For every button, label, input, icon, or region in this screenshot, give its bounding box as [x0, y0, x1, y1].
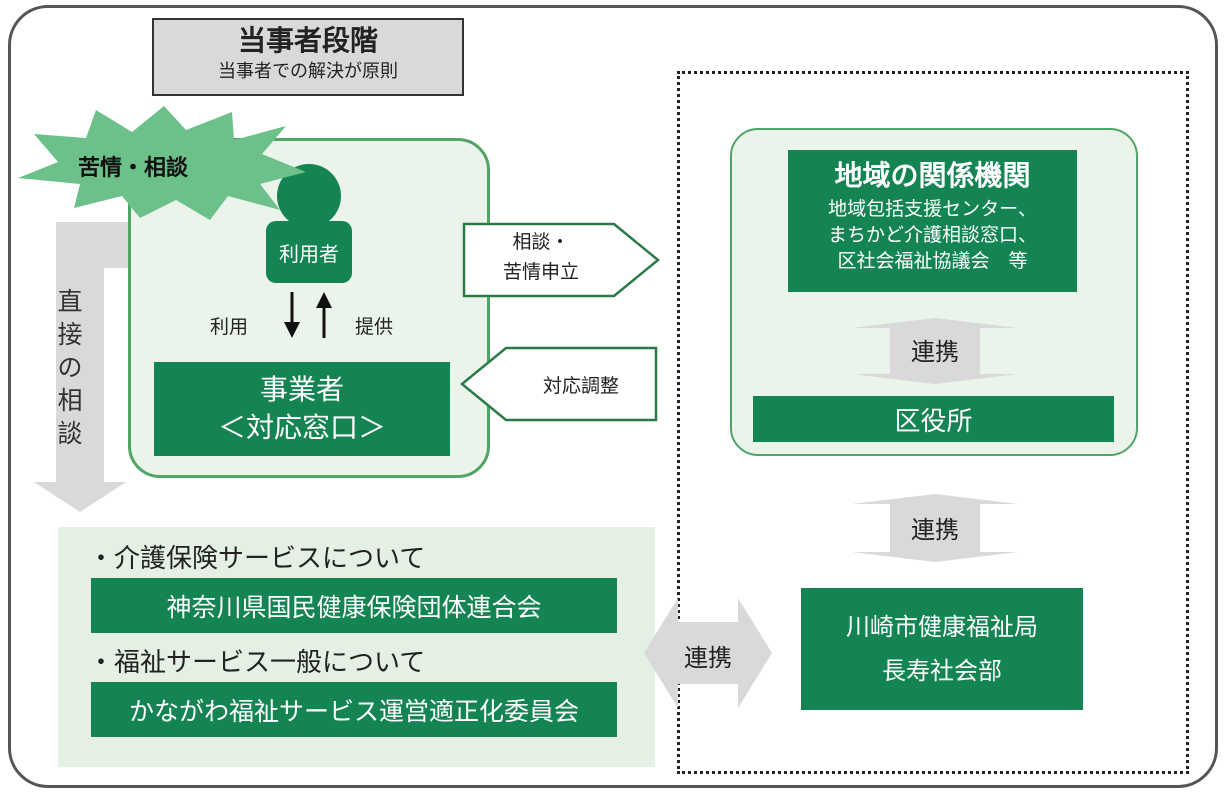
user-label: 利用者 [279, 241, 339, 266]
provide-label: 提供 [355, 316, 394, 338]
business-box: 事業者 ＜対応窓口＞ [154, 362, 450, 456]
bullet-welfare: ・福祉サービス一般について [88, 648, 426, 678]
use-label: 利用 [210, 316, 249, 338]
business-subtitle: ＜対応窓口＞ [217, 411, 386, 444]
direct-char: 直 [57, 287, 83, 316]
complaint-burst-icon [18, 106, 306, 220]
city-line-1: 川崎市健康福祉局 [846, 613, 1038, 641]
cooperation-text: 連携 [684, 644, 732, 672]
stage-title: 当事者段階 [237, 24, 378, 57]
direct-consultation-label: 直 接 の 相 談 [50, 285, 90, 450]
prefecture-insurance-union: 神奈川県国民健康保険団体連合会 [91, 578, 617, 633]
party-stage-header: 当事者段階 当事者での解決が原則 [152, 18, 464, 96]
complaint-line-1: 相談・ [512, 231, 570, 253]
prefecture-insurance-union-label: 神奈川県国民健康保険団体連合会 [166, 592, 542, 622]
cooperation-arrow-1 [852, 318, 1018, 384]
cooperation-label-3: 連携 [642, 638, 774, 673]
regional-line: まちかど介護相談窓口、 [827, 224, 1037, 246]
regional-organizations-box: 地域の関係機関 地域包括支援センター、 まちかど介護相談窓口、 区社会福祉協議会… [788, 150, 1077, 292]
stage-subtitle: 当事者での解決が原則 [218, 61, 398, 82]
regional-line: 地域包括支援センター、 [828, 198, 1037, 220]
regional-title: 地域の関係機関 [834, 159, 1031, 192]
administrative-dotted-box [677, 71, 1189, 774]
welfare-committee: かながわ福祉サービス運営適正化委員会 [91, 682, 617, 737]
complaint-line-2: 苦情申立 [502, 261, 579, 283]
cooperation-text: 連携 [911, 338, 959, 366]
city-line-2: 長寿社会部 [882, 657, 1002, 685]
adjustment-arrow-label: 対応調整 [542, 375, 619, 397]
city-office-box: 川崎市健康福祉局 長寿社会部 [801, 588, 1083, 710]
direct-char: 相 [57, 386, 83, 415]
arrow-down-icon [284, 292, 300, 338]
arrow-up-icon [316, 292, 332, 338]
adjustment-arrow-shape [460, 346, 658, 422]
cooperation-arrow-2 [852, 494, 1018, 562]
cooperation-label-2: 連携 [850, 510, 1020, 545]
regional-line: 区社会福祉協議会 等 [837, 250, 1028, 272]
direct-consultation-arrow [34, 222, 245, 512]
bullet-insurance: ・介護保険サービスについて [88, 544, 426, 574]
ward-office-label: 区役所 [894, 406, 973, 437]
complaint-arrow-shape [462, 222, 660, 298]
welfare-committee-label: かながわ福祉サービス運営適正化委員会 [128, 696, 579, 726]
user-body: 利用者 [266, 221, 352, 283]
direct-char: 接 [57, 320, 83, 349]
outer-frame [8, 5, 1218, 788]
ward-office-box: 区役所 [753, 396, 1114, 442]
business-title: 事業者 [259, 373, 344, 406]
cooperation-text: 連携 [911, 516, 959, 544]
cooperation-label-1: 連携 [850, 332, 1020, 367]
direct-char: の [57, 353, 83, 382]
direct-char: 談 [57, 419, 83, 448]
complaint-burst-label: 苦情・相談 [78, 156, 189, 181]
complaint-arrow-label: 相談・ 苦情申立 [466, 227, 616, 287]
cooperation-arrow-3 [644, 598, 772, 708]
